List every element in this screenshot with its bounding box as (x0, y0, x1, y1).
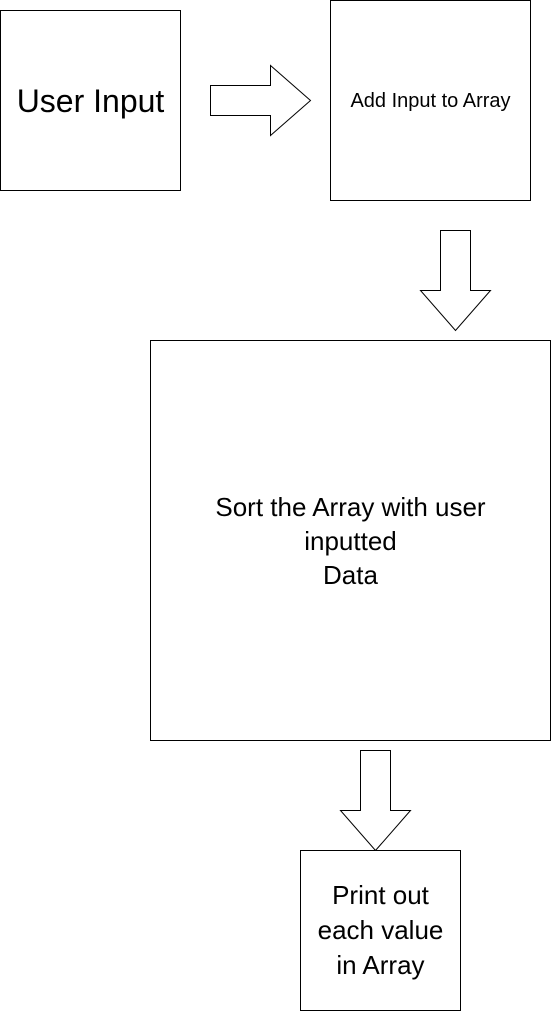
process-box-sort-array: Sort the Array with user inputted Data (150, 340, 551, 741)
process-box-print-values: Print out each value in Array (300, 850, 461, 1011)
process-label: Add Input to Array (350, 89, 511, 112)
arrow-down-icon (419, 230, 492, 332)
arrow-down-icon (339, 750, 412, 852)
process-box-user-input: User Input (0, 10, 181, 191)
process-label: User Input (16, 82, 165, 119)
process-box-add-input: Add Input to Array (330, 0, 531, 201)
process-label: Sort the Array with user inputted Data (215, 491, 486, 590)
arrow-right-icon (210, 64, 312, 137)
process-label: Print out each value in Array (317, 880, 444, 980)
